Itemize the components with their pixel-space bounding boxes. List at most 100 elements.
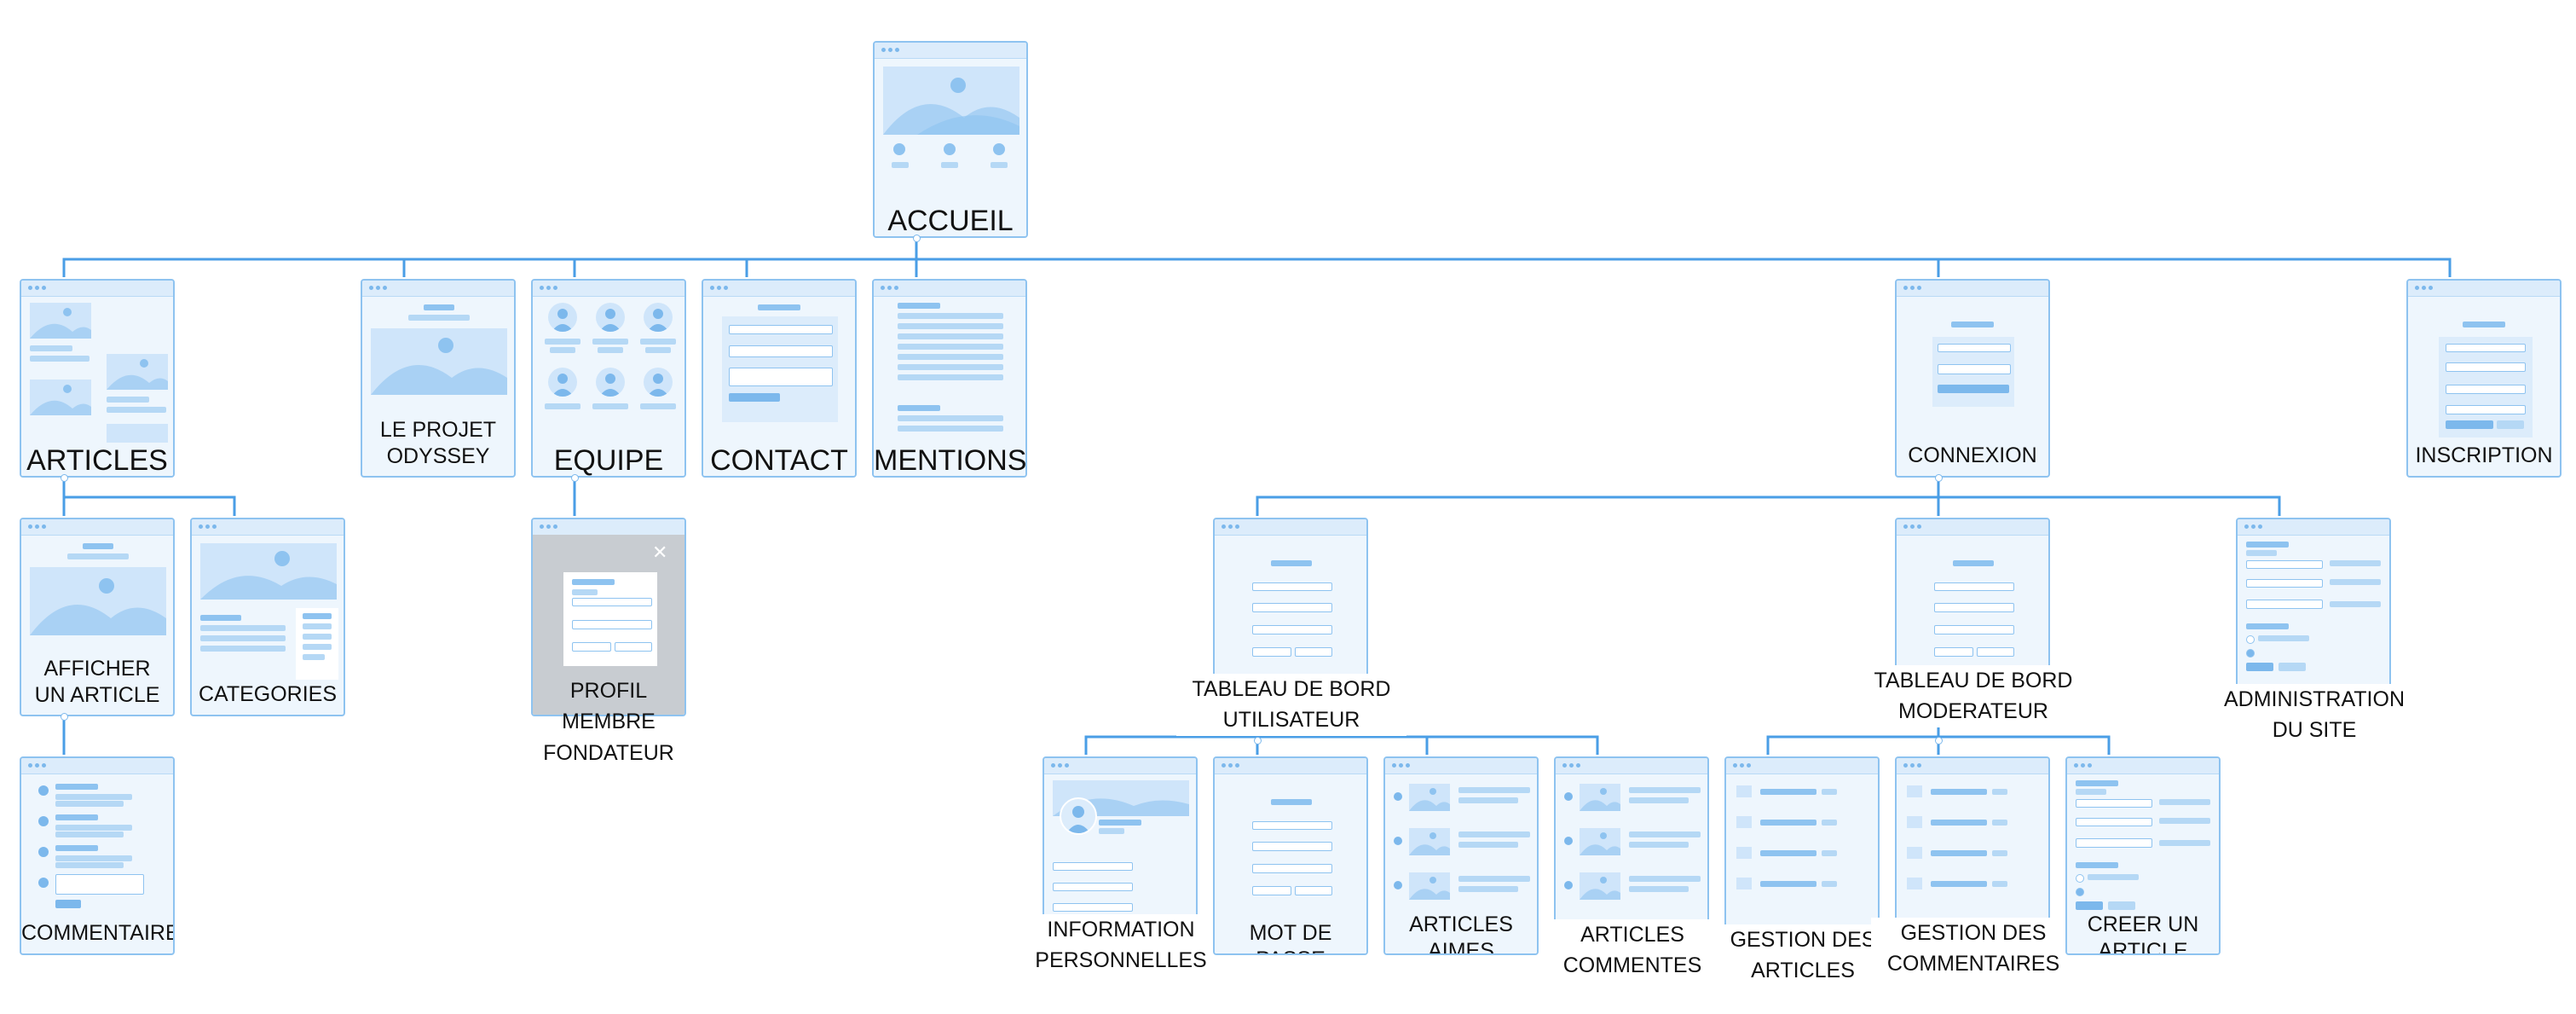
window-titlebar — [1385, 758, 1537, 774]
window-titlebar — [703, 281, 855, 297]
node-label: ARTICLES — [21, 443, 173, 476]
window-titlebar — [1897, 281, 2048, 297]
window-titlebar — [1897, 758, 2048, 774]
node-mot-de-passe[interactable]: MOT DE PASSE — [1213, 756, 1368, 955]
wireframe-thumbnail — [2067, 774, 2219, 953]
node-connexion[interactable]: CONNEXION — [1895, 279, 2050, 478]
connector-dot — [913, 235, 921, 242]
user-icon — [38, 816, 49, 826]
node-label-info: INFORMATION PERSONNELLES — [1019, 914, 1223, 976]
window-titlebar — [21, 281, 173, 297]
node-label-tbm: TABLEAU DE BORD MODERATEUR — [1858, 665, 2088, 727]
node-label-gestion-articles: GESTION DES ARTICLES — [1705, 924, 1901, 987]
node-articles-aimes[interactable]: ARTICLES AIMES — [1383, 756, 1539, 955]
wireframe-thumbnail — [2238, 535, 2389, 715]
wireframe-thumbnail — [533, 296, 684, 476]
node-inscription[interactable]: INSCRIPTION — [2406, 279, 2562, 478]
node-label: INSCRIPTION — [2408, 443, 2560, 470]
node-label: CONNEXION — [1897, 443, 2048, 470]
node-administration[interactable] — [2236, 518, 2391, 716]
window-titlebar — [1215, 758, 1366, 774]
node-articles[interactable]: ARTICLES — [20, 279, 175, 478]
node-accueil[interactable]: ACCUEIL — [873, 41, 1028, 238]
window-titlebar — [1044, 758, 1196, 774]
check-icon — [1564, 837, 1573, 845]
window-titlebar — [875, 43, 1026, 59]
node-label: CATEGORIES — [192, 681, 344, 709]
wireframe-thumbnail — [1726, 774, 1878, 953]
close-icon[interactable]: ✕ — [652, 542, 668, 563]
window-titlebar — [533, 519, 684, 536]
node-label: EQUIPE — [533, 443, 684, 476]
wireframe-thumbnail — [21, 296, 173, 476]
node-label: MOT DE PASSE — [1215, 920, 1366, 953]
node-label: COMMENTAIRES — [21, 920, 173, 947]
node-creer-article[interactable]: CREER UN ARTICLE — [2065, 756, 2221, 955]
node-contact[interactable]: CONTACT — [702, 279, 857, 478]
user-icon — [38, 878, 49, 888]
window-titlebar — [192, 519, 344, 536]
connector-dot — [571, 474, 579, 482]
connector-dot — [1935, 737, 1943, 745]
window-titlebar — [21, 758, 173, 774]
window-titlebar — [1897, 519, 2048, 536]
node-label-gestion-commentaires: GESTION DES COMMENTAIRES — [1871, 918, 2076, 980]
window-titlebar — [362, 281, 514, 297]
check-icon — [1394, 837, 1402, 845]
wireframe-thumbnail: ✕ — [533, 535, 684, 715]
window-titlebar — [1556, 758, 1707, 774]
window-titlebar — [2238, 519, 2389, 536]
wireframe-thumbnail — [1215, 535, 1366, 715]
node-label: CONTACT — [703, 443, 855, 476]
window-titlebar — [1215, 519, 1366, 536]
node-label: AFFICHER UN ARTICLE — [21, 656, 173, 710]
node-categories[interactable]: CATEGORIES — [190, 518, 345, 716]
wireframe-thumbnail — [362, 296, 514, 476]
wireframe-thumbnail — [1897, 774, 2048, 953]
node-label: ACCUEIL — [875, 203, 1026, 236]
user-icon — [38, 785, 49, 796]
wireframe-thumbnail — [1897, 296, 2048, 476]
check-icon — [1394, 792, 1402, 801]
node-equipe[interactable]: EQUIPE — [531, 279, 686, 478]
window-titlebar — [533, 281, 684, 297]
node-label: ARTICLES AIMES — [1385, 912, 1537, 953]
node-profil-membre[interactable]: ✕ — [531, 518, 686, 716]
wireframe-thumbnail — [21, 774, 173, 953]
connector-dot — [1935, 474, 1943, 482]
node-projet-odyssey[interactable]: LE PROJET ODYSSEY — [361, 279, 516, 478]
check-icon — [1564, 881, 1573, 889]
node-label: CREER UN ARTICLE — [2067, 912, 2219, 953]
node-commentaires[interactable]: COMMENTAIRES — [20, 756, 175, 955]
wireframe-thumbnail — [1556, 774, 1707, 953]
connector-dot — [1254, 737, 1262, 745]
wireframe-thumbnail — [875, 58, 1026, 236]
node-label: MENTIONS — [874, 443, 1025, 476]
window-titlebar — [2067, 758, 2219, 774]
node-afficher-article[interactable]: AFFICHER UN ARTICLE — [20, 518, 175, 716]
window-titlebar — [21, 519, 173, 536]
node-label-profil: PROFIL MEMBRE FONDATEUR — [543, 679, 674, 765]
node-label: LE PROJET ODYSSEY — [362, 417, 514, 471]
window-titlebar — [874, 281, 1025, 297]
node-label-commentes: ARTICLES COMMENTES — [1543, 919, 1722, 982]
wireframe-thumbnail — [2408, 296, 2560, 476]
node-gestion-articles[interactable] — [1724, 756, 1880, 955]
node-mentions[interactable]: MENTIONS — [872, 279, 1027, 478]
user-icon — [38, 847, 49, 857]
connector-dot — [61, 713, 68, 721]
connector-dot — [61, 474, 68, 482]
check-icon — [1564, 792, 1573, 801]
wireframe-thumbnail — [21, 535, 173, 715]
wireframe-thumbnail — [1044, 774, 1196, 953]
wireframe-thumbnail — [1897, 535, 2048, 715]
wireframe-thumbnail — [874, 296, 1025, 476]
wireframe-thumbnail — [1385, 774, 1537, 953]
node-label-tbu: TABLEAU DE BORD UTILISATEUR — [1176, 674, 1406, 736]
window-titlebar — [2408, 281, 2560, 297]
wireframe-thumbnail — [703, 296, 855, 476]
wireframe-thumbnail — [192, 535, 344, 715]
wireframe-thumbnail — [1215, 774, 1366, 953]
check-icon — [1394, 881, 1402, 889]
window-titlebar — [1726, 758, 1878, 774]
